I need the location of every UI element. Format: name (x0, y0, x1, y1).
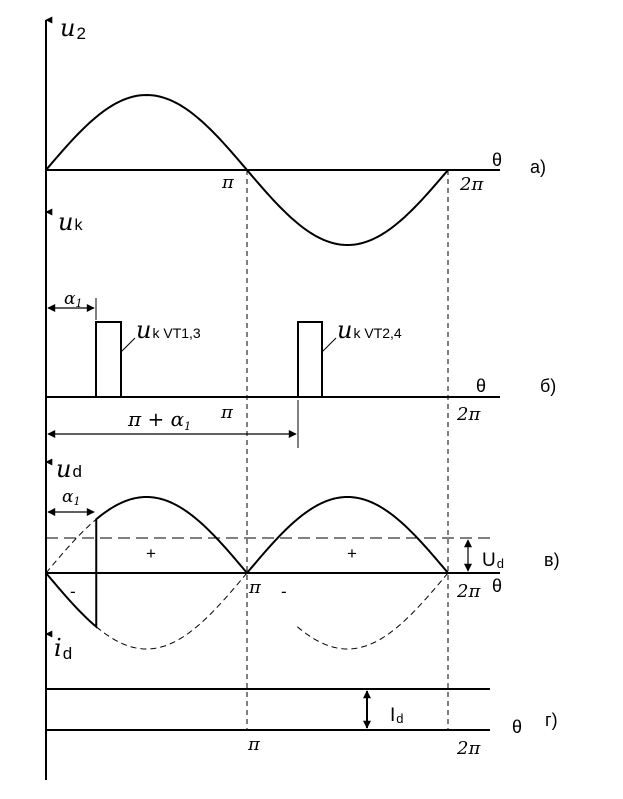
panel-c: ud α1 + + - - Ud θ π 2π в) (45, 455, 560, 650)
panel-a-theta-label: θ (492, 150, 502, 170)
panel-a-label: а) (530, 157, 546, 177)
panel-c-dashed-negative-sine (95, 572, 449, 650)
panel-d-theta-label: θ (512, 717, 522, 737)
pulse-vt13-label: uk VT1,3 (136, 316, 201, 344)
panel-c-ylabel: ud (56, 455, 82, 483)
panel-a-tick-2pi: 2π (459, 174, 484, 195)
panel-b: uk α1 uk VT1,3 uk VT2,4 θ π 2π π + α1 б) (45, 208, 556, 448)
pulse-vt24 (297, 321, 323, 397)
panel-c-tick-2pi: 2π (456, 581, 481, 602)
panel-d-tick-2pi: 2π (456, 738, 481, 759)
panel-c-theta-label: θ (492, 576, 502, 596)
panel-c-alpha-label: α1 (62, 487, 80, 508)
pulse-vt24-leader (321, 337, 337, 353)
panel-d-label: г) (545, 710, 558, 730)
panel-b-ylabel: uk (58, 208, 83, 236)
panel-a-ylabel: u2 (60, 14, 86, 43)
panel-d-ylabel: id (54, 634, 72, 663)
panel-a-sine-curve (45, 93, 449, 247)
pulse-vt13-leader (120, 337, 136, 353)
panel-c-plus-2: + (347, 544, 357, 563)
panel-b-span-label: π + α1 (127, 407, 191, 433)
panel-b-label: б) (540, 376, 556, 396)
panel-c-dashed-positive-sine (45, 518, 298, 574)
panel-d: id Id θ π 2π г) (45, 630, 558, 759)
panel-b-theta-label: θ (476, 376, 486, 396)
panel-c-ud-label: Ud (482, 550, 504, 571)
panel-a: u2 θ π 2π а) (45, 14, 546, 247)
pulse-vt13 (95, 321, 122, 397)
panel-c-tick-pi: π (248, 577, 262, 598)
panel-b-alpha-label: α1 (64, 289, 82, 310)
pulse-vt24-label: uk VT2,4 (337, 316, 402, 344)
panel-d-tick-pi: π (247, 734, 261, 755)
panel-b-tick-pi: π (220, 402, 234, 423)
panel-a-tick-pi: π (221, 172, 235, 193)
panel-d-id-label: Id (390, 705, 404, 726)
panel-c-plus-1: + (146, 544, 156, 563)
panel-b-tick-2pi: 2π (456, 404, 481, 425)
panel-c-minus-2: - (281, 582, 287, 601)
panel-c-output-voltage-curve (45, 495, 449, 629)
panel-c-label: в) (544, 550, 560, 570)
panel-c-minus-1: - (70, 582, 76, 601)
